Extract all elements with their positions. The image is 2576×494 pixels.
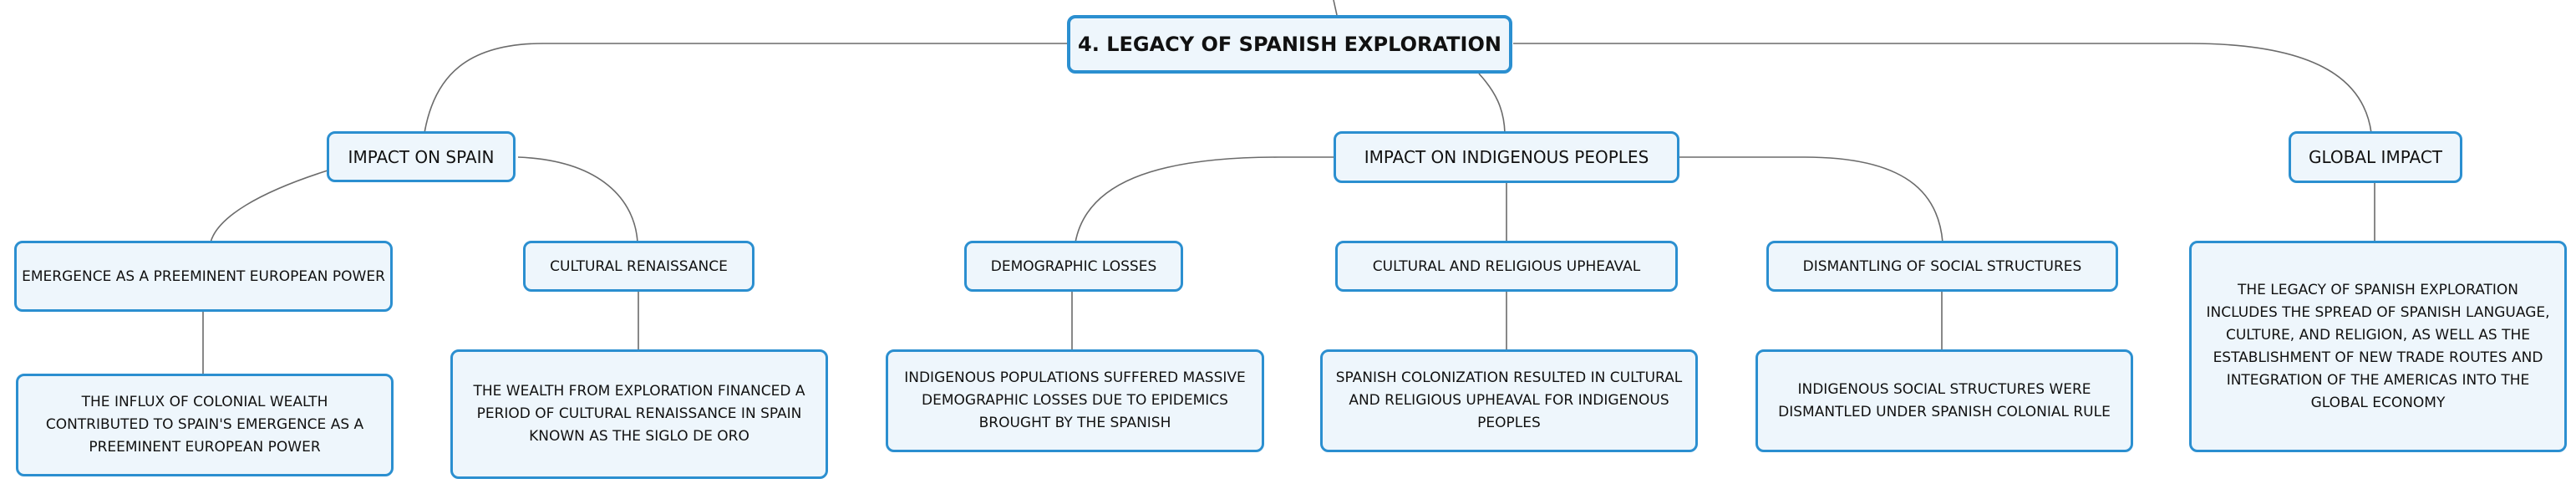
topic-dismantling-social-structures[interactable]: DISMANTLING OF SOCIAL STRUCTURES xyxy=(1766,241,2118,292)
root-node[interactable]: 4. LEGACY OF SPANISH EXPLORATION xyxy=(1067,15,1512,74)
topic-label: CULTURAL RENAISSANCE xyxy=(550,257,728,275)
detail-text: THE INFLUX OF COLONIAL WEALTH CONTRIBUTE… xyxy=(45,394,364,456)
detail-dismantling[interactable]: INDIGENOUS SOCIAL STRUCTURES WERE DISMAN… xyxy=(1755,349,2133,452)
topic-label: DISMANTLING OF SOCIAL STRUCTURES xyxy=(1802,257,2082,275)
topic-label: CULTURAL AND RELIGIOUS UPHEAVAL xyxy=(1372,257,1641,275)
connector-root-to-spain xyxy=(424,43,1070,134)
topic-cultural-religious-upheaval[interactable]: CULTURAL AND RELIGIOUS UPHEAVAL xyxy=(1335,241,1678,292)
topic-demographic-losses[interactable]: DEMOGRAPHIC LOSSES xyxy=(964,241,1183,292)
branch-label: IMPACT ON SPAIN xyxy=(348,146,495,167)
connector-indigenous-to-dismantling xyxy=(1679,156,1943,243)
detail-text: THE WEALTH FROM EXPLORATION FINANCED A P… xyxy=(473,383,805,445)
detail-text: THE LEGACY OF SPANISH EXPLORATION INCLUD… xyxy=(2206,281,2550,411)
detail-text: SPANISH COLONIZATION RESULTED IN CULTURA… xyxy=(1335,369,1683,431)
branch-global-impact[interactable]: GLOBAL IMPACT xyxy=(2289,131,2462,183)
connector-spain-to-renaissance xyxy=(517,156,638,243)
topic-cultural-renaissance[interactable]: CULTURAL RENAISSANCE xyxy=(523,241,755,292)
connector-parent-to-root xyxy=(1333,0,1338,16)
connector-indigenous-to-demographic xyxy=(1075,156,1334,243)
topic-label: EMERGENCE AS A PREEMINENT EUROPEAN POWER xyxy=(22,267,385,285)
detail-upheaval[interactable]: SPANISH COLONIZATION RESULTED IN CULTURA… xyxy=(1320,349,1698,452)
detail-text: INDIGENOUS SOCIAL STRUCTURES WERE DISMAN… xyxy=(1778,380,2111,420)
detail-emergence[interactable]: THE INFLUX OF COLONIAL WEALTH CONTRIBUTE… xyxy=(16,374,394,476)
root-label: 4. LEGACY OF SPANISH EXPLORATION xyxy=(1078,33,1501,56)
branch-impact-on-indigenous-peoples[interactable]: IMPACT ON INDIGENOUS PEOPLES xyxy=(1334,131,1679,183)
branch-label: GLOBAL IMPACT xyxy=(2308,147,2443,167)
connector-spain-to-emergence xyxy=(210,170,328,243)
detail-renaissance[interactable]: THE WEALTH FROM EXPLORATION FINANCED A P… xyxy=(450,349,828,479)
branch-impact-on-spain[interactable]: IMPACT ON SPAIN xyxy=(327,131,516,182)
connector-root-to-indigenous xyxy=(1478,73,1506,134)
topic-emergence-european-power[interactable]: EMERGENCE AS A PREEMINENT EUROPEAN POWER xyxy=(14,241,393,312)
detail-demographic[interactable]: INDIGENOUS POPULATIONS SUFFERED MASSIVE … xyxy=(886,349,1264,452)
connector-root-to-global xyxy=(1513,43,2372,134)
branch-label: IMPACT ON INDIGENOUS PEOPLES xyxy=(1364,147,1649,167)
topic-label: DEMOGRAPHIC LOSSES xyxy=(990,257,1157,275)
detail-global-impact[interactable]: THE LEGACY OF SPANISH EXPLORATION INCLUD… xyxy=(2189,241,2567,452)
detail-text: INDIGENOUS POPULATIONS SUFFERED MASSIVE … xyxy=(904,369,1246,431)
